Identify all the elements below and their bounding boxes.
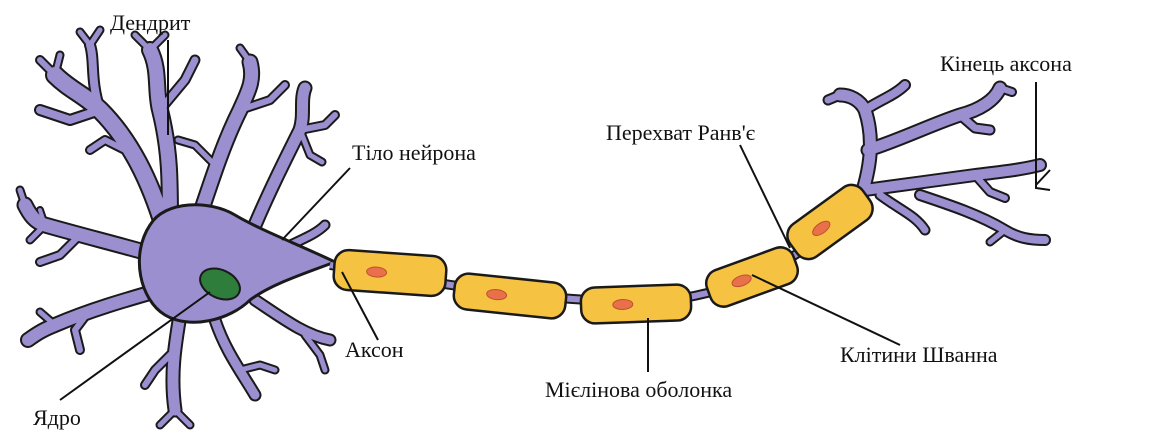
dendrite-branch-32: [210, 315, 260, 400]
leader-nucleus: [59, 291, 211, 401]
myelin-segment-4: [704, 246, 800, 308]
dendrites: [15, 25, 340, 430]
label-myelin-sheath: Мієлінова оболонка: [545, 377, 733, 402]
dendrite-branch-30: [157, 407, 178, 428]
dendrite-branch-3: [37, 57, 58, 78]
terminal-branch-6: [997, 85, 1015, 95]
dendrite-branch-2: [36, 106, 104, 124]
myelin-segment-5: [786, 183, 874, 261]
leader-schwann: [751, 274, 901, 346]
dendrite-branch-29: [142, 347, 178, 388]
myelin-segment-1: [332, 248, 448, 298]
dendrite-branch-5: [86, 41, 104, 114]
label-dendrite: Дендрит: [110, 10, 191, 35]
dendrite-branch-35: [302, 332, 328, 373]
schwann-cell-nucleus: [812, 220, 831, 236]
dendrite-branch-31: [172, 407, 193, 428]
dendrite-branch-10: [132, 32, 153, 53]
dendrite-branch-16: [175, 137, 218, 168]
dendrite-branch-11: [147, 32, 168, 53]
myelin-segment-2: [452, 272, 568, 320]
dendrite-branch-33: [237, 362, 278, 373]
dendrite-branch-14: [237, 82, 288, 113]
schwann-cell: [579, 283, 693, 325]
myelin-sheath-segments: [332, 183, 874, 325]
dendrite-branch-7: [87, 27, 103, 48]
terminal-branch-9: [876, 191, 929, 234]
myelin-segment-3: [579, 283, 693, 325]
dendrite-branch-4: [52, 52, 63, 78]
dendrite-branch-15: [237, 45, 253, 65]
leader-lines: [59, 40, 1051, 401]
dendrite-branch-18: [297, 112, 338, 133]
label-nucleus: Ядро: [33, 405, 81, 430]
label-cell-body: Тіло нейрона: [352, 140, 476, 165]
terminal-branch-5: [956, 111, 994, 134]
dendrite-branch-12: [87, 137, 128, 153]
dendrite-branch-19: [297, 127, 325, 165]
dendrite-branch-28: [167, 309, 186, 416]
schwann-cell-nucleus: [366, 266, 388, 278]
dendrite-branch-34: [250, 295, 335, 345]
dendrite-branch-17: [249, 82, 311, 231]
dendrite-branch-27: [37, 309, 58, 328]
dendrite-branch-20: [18, 198, 162, 262]
terminal-branch-8: [972, 172, 1008, 201]
label-axon: Аксон: [345, 337, 404, 362]
leader-axon: [341, 271, 379, 341]
terminal-branch-3: [861, 81, 909, 114]
label-schwann-cells: Клітини Шванна: [840, 342, 998, 367]
leader-axon-terminal: [1035, 82, 1051, 191]
leader-axon-terminal-branch: [1035, 169, 1051, 186]
dendrite-branch-26: [72, 307, 93, 353]
axon-terminal-branches: [822, 79, 1051, 247]
schwann-cell: [704, 246, 800, 308]
dendrite-branch-25: [22, 284, 166, 346]
schwann-cell-nucleus: [612, 298, 634, 310]
dendrite-branch-21: [37, 232, 83, 265]
schwann-cell: [452, 272, 568, 320]
schwann-cell: [786, 183, 874, 261]
dendrite-branch-6: [77, 29, 93, 48]
dendrite-branch-22: [27, 222, 48, 243]
terminal-branch-11: [987, 227, 1008, 245]
dendrite-branch-23: [17, 187, 28, 208]
dendrite-branch-8: [143, 43, 177, 232]
label-axon-terminal: Кінець аксона: [940, 51, 1072, 76]
dendrite-branch-1: [47, 67, 173, 238]
dendrite-branch-13: [193, 55, 259, 222]
leader-node-of-ranvier: [739, 144, 791, 249]
schwann-cell: [332, 248, 448, 298]
terminal-branch-2: [824, 91, 844, 104]
terminal-branch-7: [860, 160, 1045, 195]
nucleus: [199, 267, 241, 301]
cell-body: [137, 203, 339, 324]
schwann-cell-nucleus: [731, 274, 752, 288]
dendrite-branch-24: [38, 208, 47, 227]
leader-cell-body: [281, 167, 351, 241]
schwann-cell-nucleus: [486, 289, 508, 301]
dendrite-branch-1-outline: [45, 65, 175, 240]
label-node-of-ranvier: Перехват Ранв'є: [606, 120, 756, 145]
